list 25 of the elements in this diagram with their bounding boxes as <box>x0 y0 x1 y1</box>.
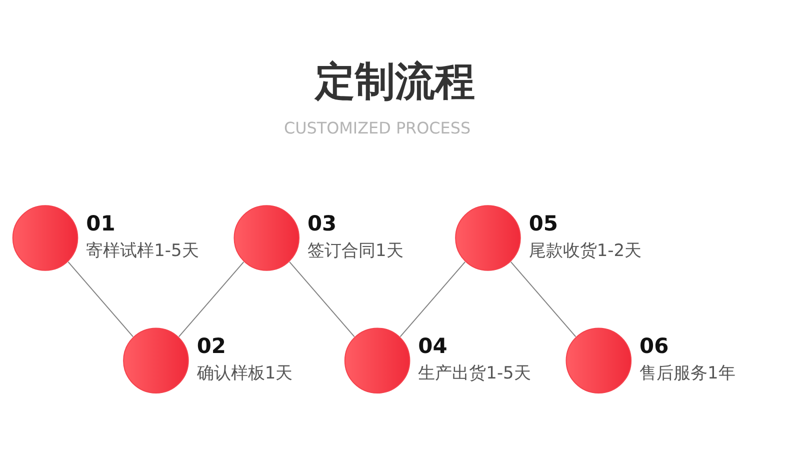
node-circle <box>123 328 189 394</box>
node-label: 生产出货1-5天 <box>418 362 531 383</box>
node-label: 03 <box>308 211 337 236</box>
node-circle <box>12 205 78 271</box>
node-circle <box>455 205 521 271</box>
connector <box>178 261 244 338</box>
node-circle <box>344 328 410 394</box>
node-label: 06 <box>640 334 669 358</box>
node-label: 04 <box>418 334 448 358</box>
node-label: 01 <box>86 211 116 236</box>
node-label: 售后服务1年 <box>640 362 736 383</box>
node-label: 05 <box>528 211 558 236</box>
connector <box>400 261 466 338</box>
node-label: 确认样板1天 <box>196 362 293 383</box>
connector <box>68 261 134 338</box>
node-label: 尾款收货1-2天 <box>528 240 642 260</box>
diagram-title: 定制流程 <box>315 58 476 105</box>
node-circle <box>566 328 632 394</box>
node-label: 02 <box>196 334 226 358</box>
node-label: 寄样试样1-5天 <box>86 240 199 260</box>
node-label: 签订合同1天 <box>308 240 404 260</box>
connector <box>289 261 355 338</box>
node-circle <box>234 205 300 271</box>
connector <box>510 261 576 338</box>
label: CUSTOMIZED PROCESS <box>284 118 471 138</box>
